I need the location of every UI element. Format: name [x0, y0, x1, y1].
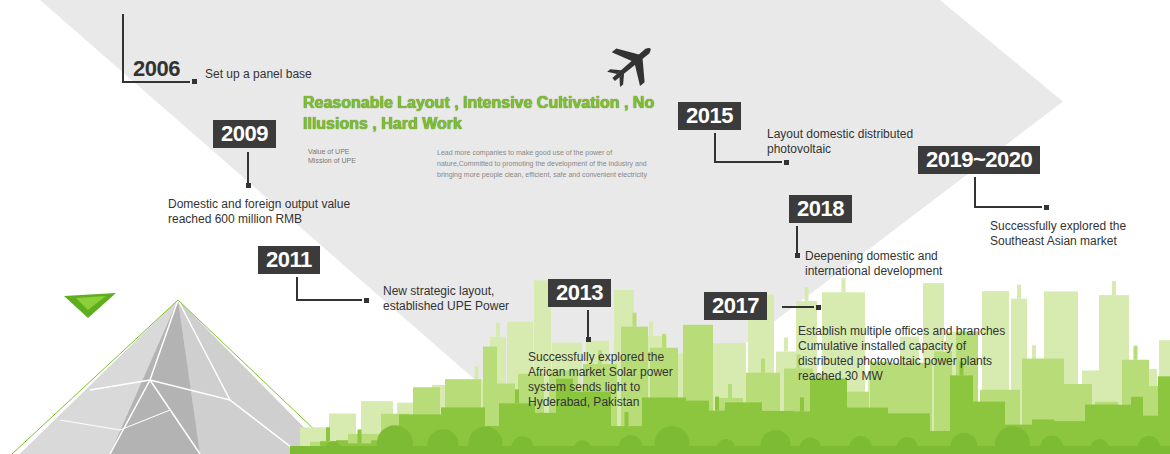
leader-line [123, 14, 1042, 338]
building [1158, 376, 1170, 454]
antenna [1032, 345, 1036, 359]
mission-text: Lead more companies to make good use of … [437, 147, 665, 180]
year-box: 2013 [548, 279, 611, 307]
antenna [515, 389, 519, 403]
caption-text: Mission of UPE [308, 156, 356, 165]
building [686, 401, 709, 454]
logo-triangle [76, 296, 106, 310]
milestone-text: New strategic layout, established UPE Po… [383, 284, 543, 314]
antenna [326, 427, 330, 441]
year-box: 2009 [213, 120, 276, 148]
antenna [715, 397, 719, 411]
year-box: 2006 [129, 55, 184, 83]
timeline-node: 2015Layout domestic distributed photovol… [678, 102, 741, 130]
year-box: 2015 [678, 102, 741, 130]
milestone-text: Domestic and foreign output value reache… [168, 197, 378, 227]
caption-text: Value of UPE [308, 147, 350, 156]
building [683, 325, 713, 454]
logo-triangle [64, 293, 116, 318]
antenna [784, 338, 788, 352]
antenna [842, 278, 846, 292]
antenna [728, 384, 732, 398]
slogan: Reasonable Layout , Intensive Cultivatio… [303, 92, 683, 134]
year-box: 2011 [258, 246, 320, 274]
milestone-text: Layout domestic distributed photovoltaic [767, 127, 917, 157]
antenna [1134, 346, 1138, 360]
milestone-text: Set up a panel base [205, 67, 405, 82]
antenna [805, 287, 809, 301]
antenna [475, 366, 479, 380]
antenna [800, 397, 804, 411]
timeline-node: 2017Establish multiple offices and branc… [704, 292, 767, 320]
antenna [1112, 281, 1116, 295]
milestone-text: Deepening domestic and international dev… [805, 249, 1005, 279]
antenna [662, 334, 666, 348]
timeline-node: 2009Domestic and foreign output value re… [213, 120, 276, 148]
timeline-node: 2006Set up a panel base [129, 55, 184, 83]
pyramid-illustration [12, 300, 340, 454]
antenna [496, 323, 500, 337]
timeline-node: 2011New strategic layout, established UP… [258, 246, 320, 274]
timeline-node: 2019~2020Successfully explored the South… [918, 146, 1041, 174]
year-box: 2017 [704, 292, 767, 320]
timeline-node: 2013Successfully explored the African ma… [548, 279, 611, 307]
antenna [633, 313, 637, 327]
airplane-icon [599, 32, 664, 97]
milestone-text: Successfully explored the Southeast Asia… [990, 219, 1160, 249]
year-box: 2018 [789, 195, 852, 223]
antenna [1017, 285, 1021, 299]
grey-v-band [40, 0, 1170, 454]
antenna [649, 322, 653, 336]
year-box: 2019~2020 [918, 146, 1040, 174]
timeline-node: 2018Deepening domestic and international… [789, 195, 852, 223]
antenna [761, 359, 765, 373]
milestone-text: Successfully explored the African market… [528, 350, 688, 410]
antenna [358, 429, 362, 443]
antenna [625, 412, 629, 426]
ground [290, 446, 1170, 454]
milestone-text: Establish multiple offices and branches … [798, 324, 1023, 384]
